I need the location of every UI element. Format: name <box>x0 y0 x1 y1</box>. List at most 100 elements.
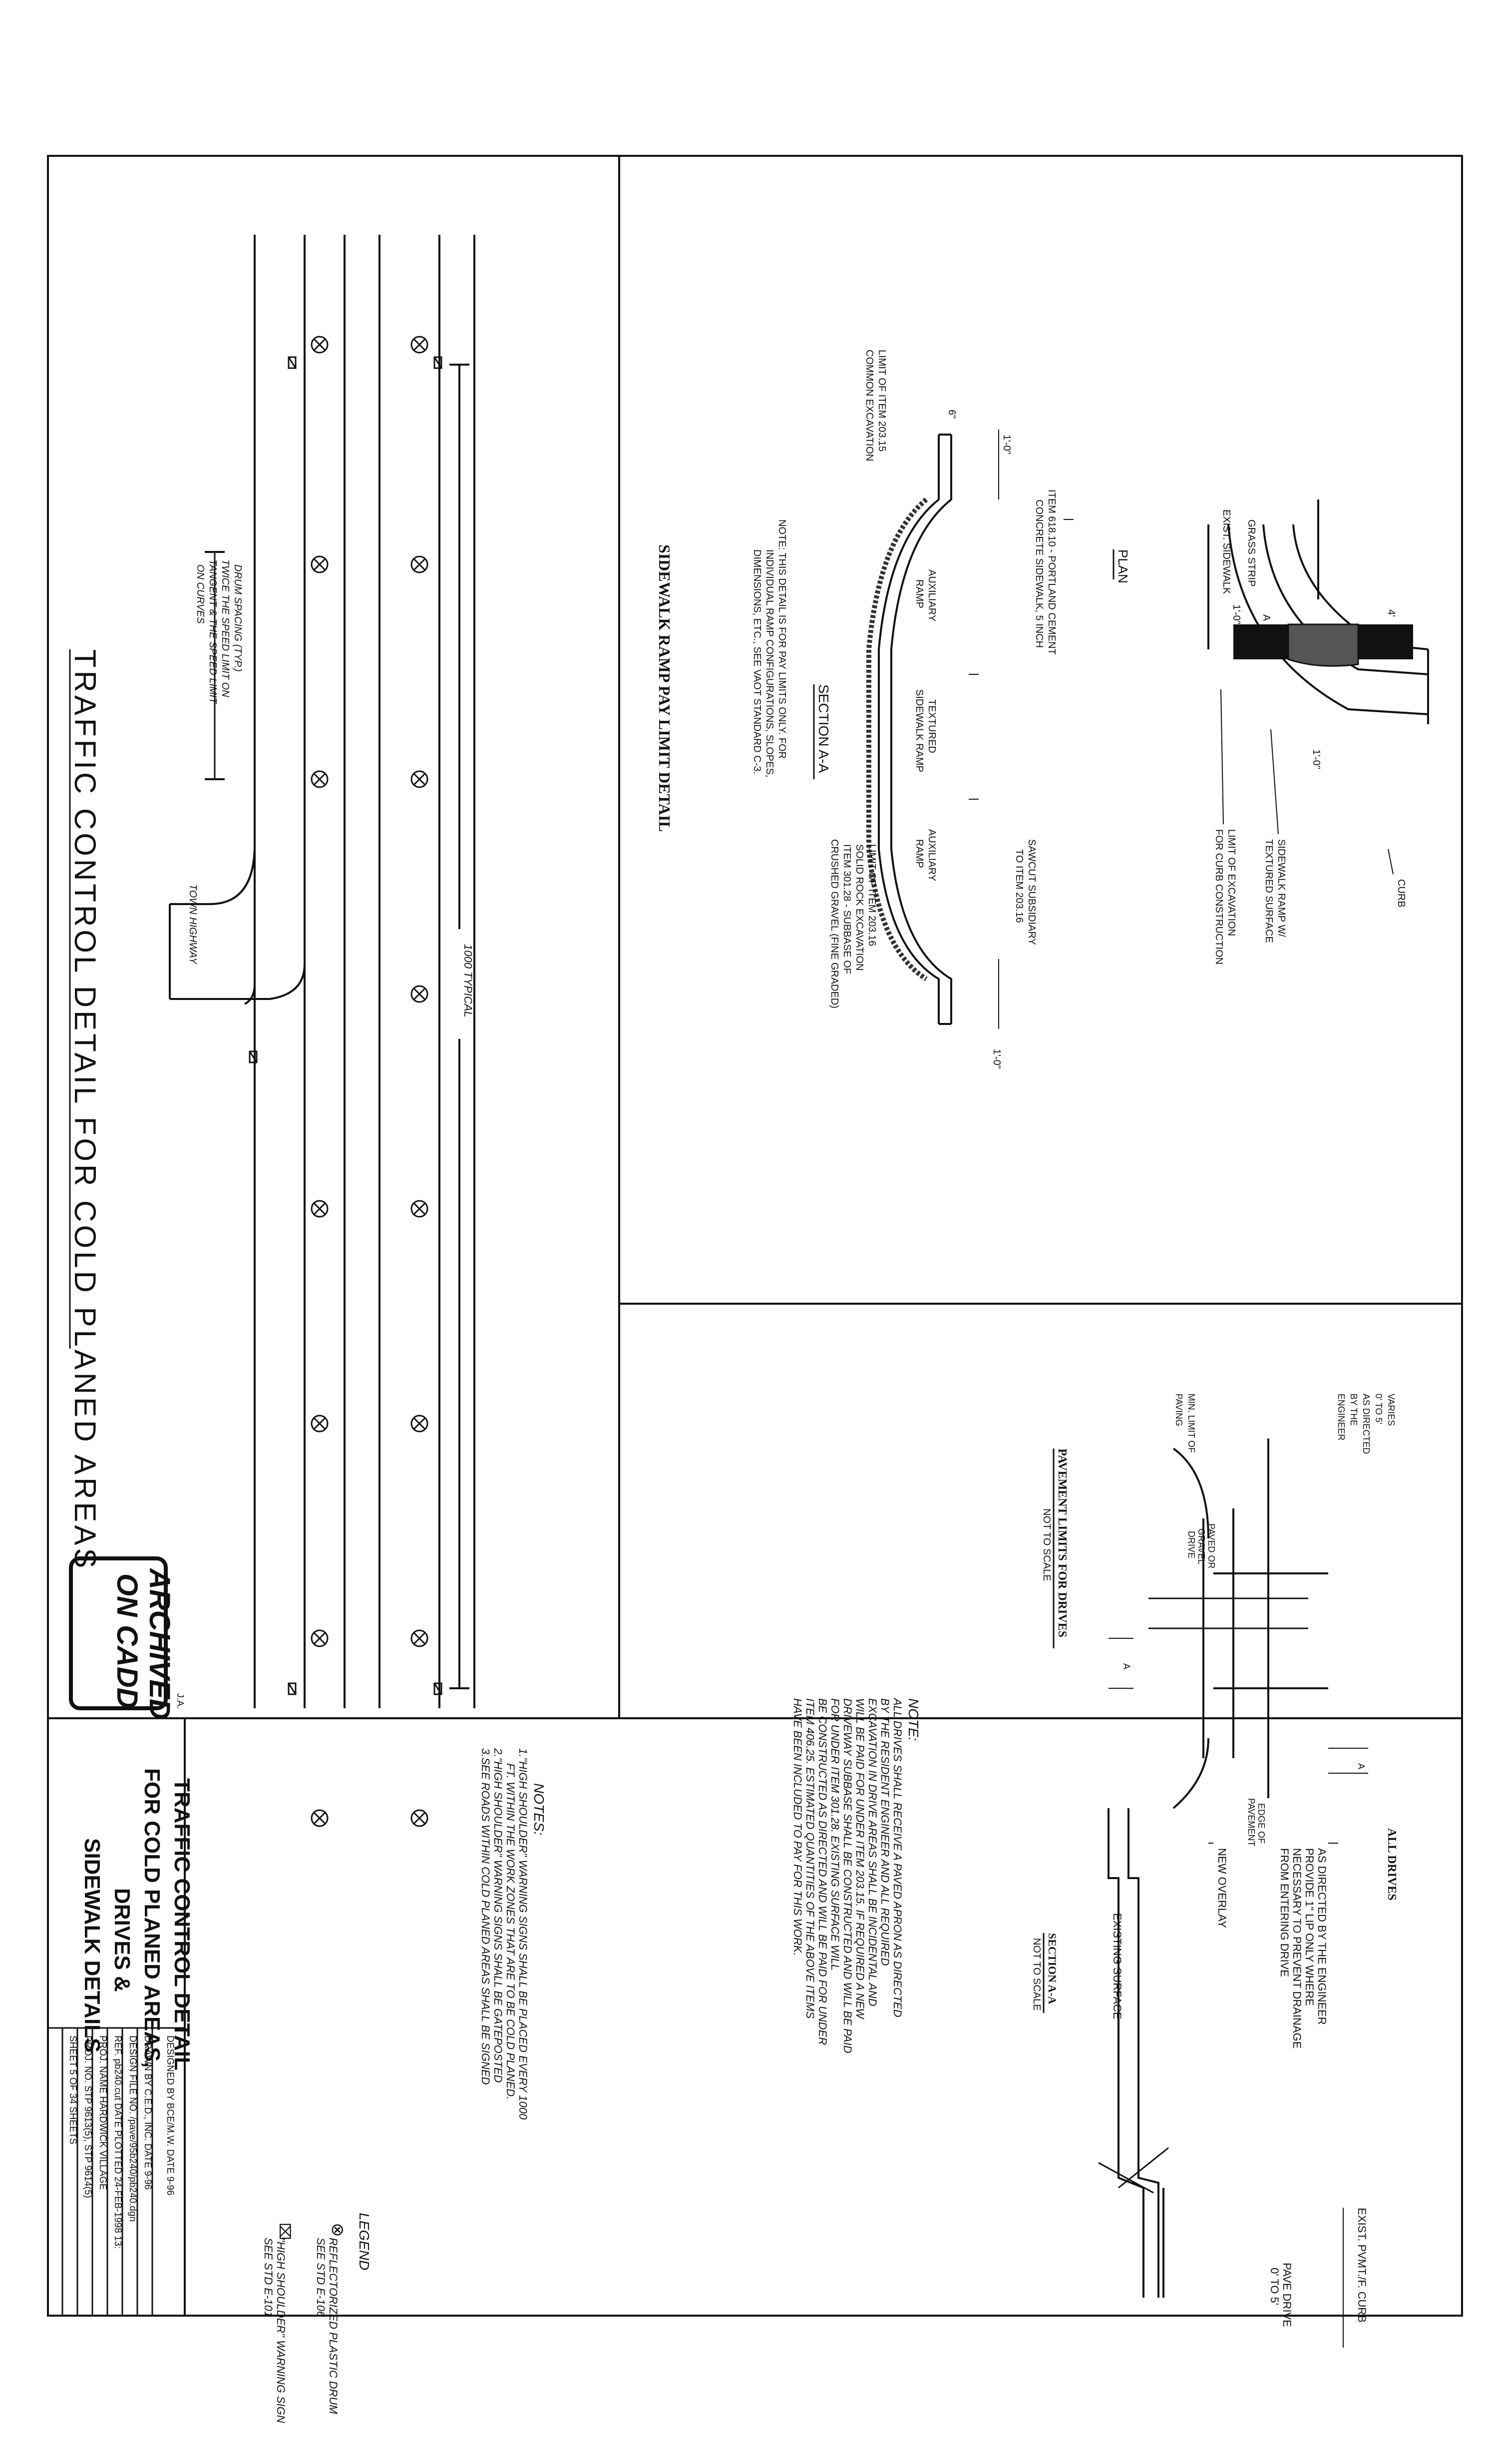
svg-text:NECESSARY TO PREVENT DRAINAGE: NECESSARY TO PREVENT DRAINAGE <box>1291 1848 1303 2048</box>
ramp-section-hatch <box>866 497 928 982</box>
town-highway-label: TOWN HIGHWAY <box>187 884 198 965</box>
svg-text:6": 6" <box>946 410 957 419</box>
svg-text:EXIST. SIDEWALK: EXIST. SIDEWALK <box>1221 509 1232 594</box>
drum-icon <box>311 1200 329 1218</box>
svg-text:REFLECTORIZED PLASTIC DRUM: REFLECTORIZED PLASTIC DRUM <box>327 2238 340 2415</box>
svg-text:WILL BE PAID FOR UNDER ITEM 20: WILL BE PAID FOR UNDER ITEM 203.15. IF R… <box>854 1698 866 2020</box>
svg-text:PAVEMENT: PAVEMENT <box>1246 1798 1256 1846</box>
svg-text:PAVING: PAVING <box>1174 1394 1184 1426</box>
svg-text:FOR COLD PLANED AREAS,: FOR COLD PLANED AREAS, <box>140 1768 164 2068</box>
legend: LEGEND ⊗ REFLECTORIZED PLASTIC DRUM SEE … <box>262 2213 372 2423</box>
svg-text:FT. WITHIN THE WORK ZONES THAT: FT. WITHIN THE WORK ZONES THAT ARE TO BE… <box>504 1763 517 2100</box>
svg-text:RAMP: RAMP <box>914 579 925 608</box>
svg-text:SIDEWALK DETAILS: SIDEWALK DETAILS <box>80 1838 104 2052</box>
svg-text:PAVE DRIVE: PAVE DRIVE <box>1281 2263 1293 2327</box>
svg-text:SAWCUT SUBSIDIARY: SAWCUT SUBSIDIARY <box>1026 839 1037 945</box>
drum-icon <box>311 1629 329 1647</box>
svg-text:ITEM 406.25. ESTIMATED QUANTIT: ITEM 406.25. ESTIMATED QUANTITIES OF THE… <box>804 1698 816 2019</box>
title-block-rows: DESIGNED BY BCE/M.W. DATE 9-96 DRAWN BY … <box>67 2035 175 2249</box>
traffic-notes: NOTES: 1."HIGH SHOULDER" WARNING SIGNS S… <box>479 1748 547 2120</box>
svg-text:AUXILIARY: AUXILIARY <box>926 569 937 621</box>
svg-text:1'-0": 1'-0" <box>1311 749 1322 769</box>
svg-text:PROVIDE 1" LIP ONLY WHERE: PROVIDE 1" LIP ONLY WHERE <box>1303 1848 1316 2006</box>
svg-text:ITEM 301.28 - SUBBASE OF: ITEM 301.28 - SUBBASE OF <box>841 844 852 974</box>
svg-text:SIDEWALK RAMP W/: SIDEWALK RAMP W/ <box>1276 839 1287 937</box>
ramp-textured-area <box>1287 623 1359 667</box>
svg-text:PAVED OR: PAVED OR <box>1206 1523 1216 1568</box>
svg-text:CRUSHED GRAVEL (FINE GRADED): CRUSHED GRAVEL (FINE GRADED) <box>829 839 840 1008</box>
svg-text:EDGE OF: EDGE OF <box>1256 1803 1266 1844</box>
svg-text:2."HIGH SHOULDER" WARNING SIGN: 2."HIGH SHOULDER" WARNING SIGNS SHALL BE… <box>492 1748 504 2083</box>
drum-icon <box>410 985 428 1003</box>
svg-text:AUXILIARY: AUXILIARY <box>926 829 937 881</box>
svg-text:SEE STD E-101: SEE STD E-101 <box>262 2238 275 2317</box>
pavement-limits-panel: VARIES 0' TO 5' AS DIRECTED BY THE ENGIN… <box>791 1394 1396 2053</box>
svg-text:VARIES: VARIES <box>1386 1394 1396 1426</box>
sheet-border <box>47 155 1463 2317</box>
ramp-note: NOTE: THIS DETAIL IS FOR PAY LIMITS ONLY… <box>751 519 787 777</box>
warning-sign-icon <box>433 356 442 369</box>
drum-icon <box>410 336 428 354</box>
sidewalk-ramp-panel: PLAN EXIST. SIDEWALK GRASS STRIP CURB SI… <box>656 350 1429 1069</box>
drum-icon <box>410 1629 428 1647</box>
all-drives-title: ALL DRIVES <box>1385 1828 1398 1901</box>
title-block: TRAFFIC CONTROL DETAIL FOR COLD PLANED A… <box>48 1768 194 2316</box>
svg-text:DRUM SPACING (TYP.): DRUM SPACING (TYP.) <box>232 564 243 672</box>
ramp-landing <box>1358 624 1413 659</box>
all-drives-directed: AS DIRECTED BY THE ENGINEER PROVIDE 1" L… <box>1111 1848 1368 2327</box>
ramp-section-labels: ITEM 618.10 - PORTLAND CEMENT CONCRETE S… <box>829 350 1057 1069</box>
all-drives-section-subtitle: NOT TO SCALE <box>1031 1938 1042 2011</box>
section-aa-label: SECTION A-A <box>816 684 831 773</box>
svg-text:DESIGN FILE NO. /pave/95b240/p: DESIGN FILE NO. /pave/95b240/pb240.dgn <box>127 2035 138 2222</box>
svg-text:BE CONSTRUCTED AS DIRECTED AND: BE CONSTRUCTED AS DIRECTED AND WILL BE P… <box>816 1698 829 2045</box>
drum-spacing-note: DRUM SPACING (TYP.) TWICE THE SPEED LIMI… <box>195 559 243 704</box>
stamp-line1: ARCHIVED <box>143 1567 176 1720</box>
stamp-mark: J.A. <box>175 1693 185 1709</box>
svg-text:COMMON EXCAVATION: COMMON EXCAVATION <box>864 350 875 461</box>
svg-text:3.SEE ROADS WITHIN COLD PLANED: 3.SEE ROADS WITHIN COLD PLANED AREAS SHA… <box>479 1748 492 2085</box>
all-drives-panel: ALL DRIVES AS DIRECTED BY THE ENGINEER P… <box>1031 1808 1398 2348</box>
svg-text:CURB: CURB <box>1396 879 1407 908</box>
existing-surface-label: EXISTING SURFACE <box>1111 1913 1123 2019</box>
svg-text:TEXTURED: TEXTURED <box>926 699 937 753</box>
svg-text:PROJ. NAME HARDWICK VILLAGE: PROJ. NAME HARDWICK VILLAGE <box>97 2035 108 2190</box>
svg-text:SIDEWALK RAMP: SIDEWALK RAMP <box>914 689 925 772</box>
drum-icon <box>410 1809 428 1827</box>
drum-icon <box>410 1415 428 1433</box>
svg-text:TEXTURED SURFACE: TEXTURED SURFACE <box>1263 839 1274 943</box>
svg-text:EXCAVATION IN DRIVE AREAS SHAL: EXCAVATION IN DRIVE AREAS SHALL BE INCID… <box>866 1698 879 2006</box>
drive-note-title: NOTE: <box>906 1698 921 1741</box>
svg-text:FOR CURB CONSTRUCTION: FOR CURB CONSTRUCTION <box>1213 829 1224 965</box>
svg-text:SOLID ROCK EXCAVATION: SOLID ROCK EXCAVATION <box>854 844 865 971</box>
svg-text:TRAFFIC CONTROL DETAIL: TRAFFIC CONTROL DETAIL <box>170 1778 194 2070</box>
svg-text:GRAVEL: GRAVEL <box>1196 1528 1206 1564</box>
road-lines <box>169 235 475 1708</box>
svg-text:FOR UNDER ITEM 301.28. EXISTIN: FOR UNDER ITEM 301.28. EXISTING SURFACE … <box>829 1698 841 1971</box>
svg-text:4': 4' <box>1386 609 1397 617</box>
svg-text:HAVE BEEN INCLUDED TO PAY FOR: HAVE BEEN INCLUDED TO PAY FOR THIS WORK. <box>791 1698 804 1956</box>
ramp-landing <box>1233 624 1288 659</box>
title-block-title: TRAFFIC CONTROL DETAIL FOR COLD PLANED A… <box>80 1768 194 2070</box>
svg-text:SHEET 5 OF 34 SHEETS: SHEET 5 OF 34 SHEETS <box>67 2035 78 2144</box>
pavement-limits-title: PAVEMENT LIMITS FOR DRIVES <box>1056 1449 1069 1637</box>
svg-text:SEE STD E-106: SEE STD E-106 <box>315 2238 327 2318</box>
drum-icon <box>311 770 329 788</box>
exist-pvmt-label: EXIST. PVMT./F. CURB <box>1356 2208 1368 2323</box>
svg-text:0' TO 5': 0' TO 5' <box>1268 2268 1281 2305</box>
warning-signs <box>249 356 442 1695</box>
new-overlay-label: NEW OVERLAY <box>1216 1848 1228 1928</box>
svg-text:DRIVES &: DRIVES & <box>110 1888 134 1992</box>
drum-icon <box>311 1809 329 1827</box>
svg-text:"HIGH SHOULDER" WARNING SIGN: "HIGH SHOULDER" WARNING SIGN <box>275 2238 287 2423</box>
svg-text:NOTE: THIS DETAIL IS FOR PAY L: NOTE: THIS DETAIL IS FOR PAY LIMITS ONLY… <box>776 519 787 759</box>
svg-text:DIMENSIONS, ETC., SEE VAOT STA: DIMENSIONS, ETC., SEE VAOT STANDARD C-3. <box>751 549 762 774</box>
svg-text:MIN. LIMIT OF: MIN. LIMIT OF <box>1186 1394 1196 1453</box>
svg-text:BY THE: BY THE <box>1349 1394 1359 1426</box>
svg-text:AS DIRECTED BY THE ENGINEER: AS DIRECTED BY THE ENGINEER <box>1316 1848 1328 2025</box>
traffic-control-title: TRAFFIC CONTROL DETAIL FOR COLD PLANED A… <box>68 649 102 1571</box>
pavement-limits-subtitle: NOT TO SCALE <box>1041 1508 1052 1581</box>
svg-text:TO ITEM 203.16: TO ITEM 203.16 <box>1014 849 1025 923</box>
svg-text:ITEM 618.10 - PORTLAND CEMENT: ITEM 618.10 - PORTLAND CEMENT <box>1046 490 1057 655</box>
svg-text:LIMIT OF ITEM 203.16: LIMIT OF ITEM 203.16 <box>866 844 877 946</box>
